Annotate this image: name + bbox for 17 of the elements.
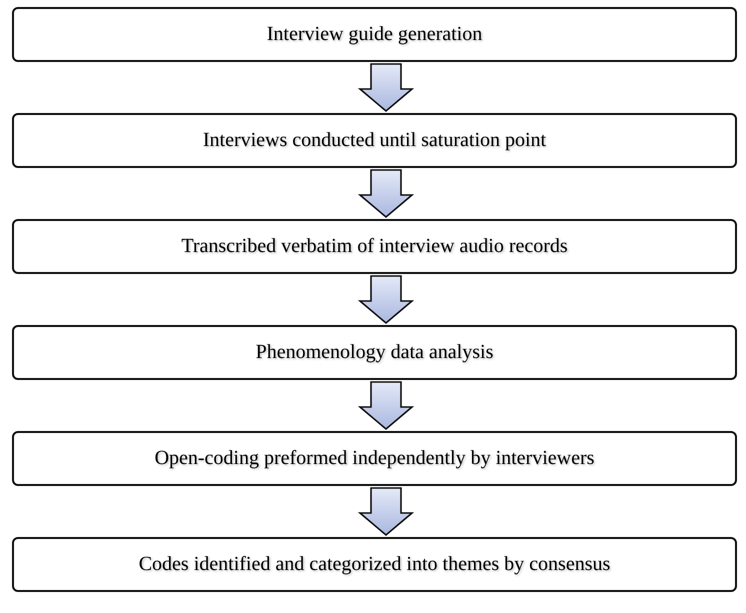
arrow bbox=[358, 169, 414, 218]
step-text: Phenomenology data analysis bbox=[256, 340, 494, 365]
process-box bbox=[12, 325, 737, 380]
step-text: Transcribed verbatim of interview audio records bbox=[181, 234, 568, 259]
process-box bbox=[12, 219, 737, 274]
step-text: Interviews conducted until saturation point bbox=[202, 128, 546, 153]
arrow bbox=[358, 381, 414, 430]
arrow bbox=[358, 63, 414, 112]
arrow bbox=[358, 275, 414, 324]
process-box bbox=[12, 7, 737, 62]
process-box bbox=[12, 537, 737, 592]
process-box bbox=[12, 113, 737, 168]
step-text: Interview guide generation bbox=[266, 22, 482, 47]
arrow bbox=[358, 487, 414, 536]
step-text: Open-coding preformed independently by interviewers bbox=[154, 446, 594, 471]
process-box bbox=[12, 431, 737, 486]
step-text: Codes identified and categorized into themes by consensus bbox=[138, 552, 610, 577]
